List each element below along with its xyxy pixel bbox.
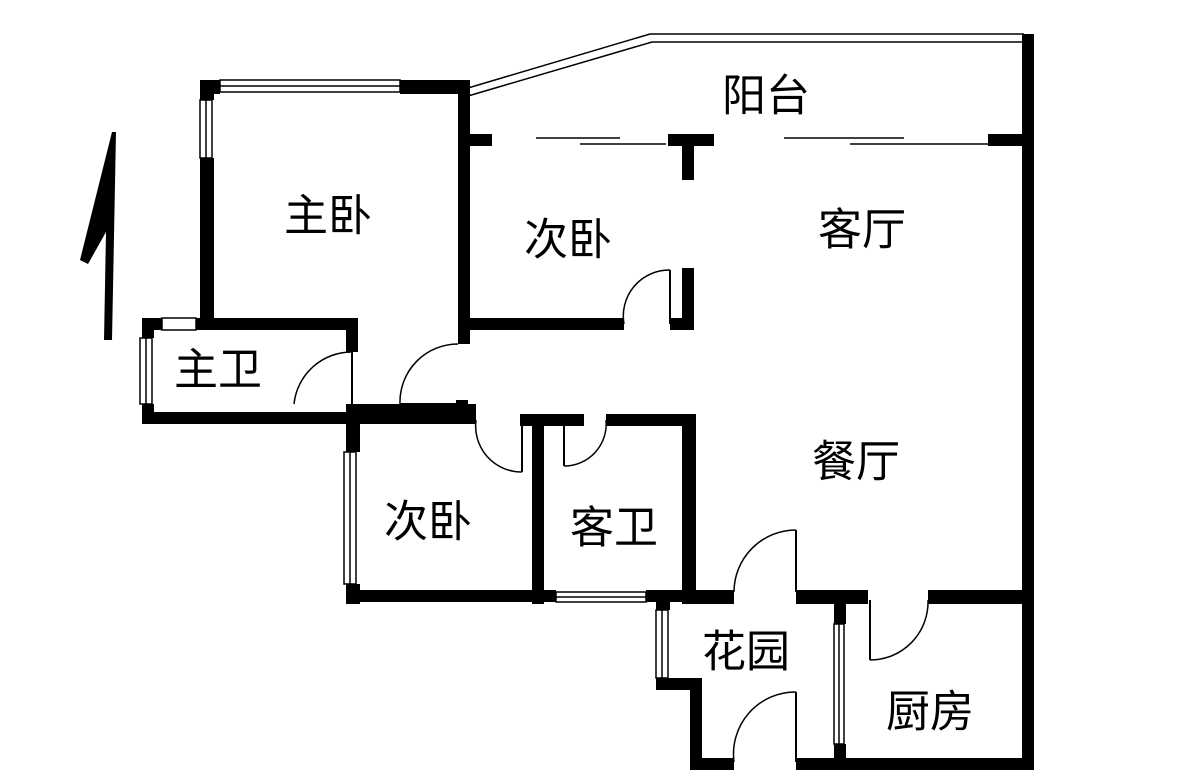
windows [139,79,988,745]
room-label-balcony: 阳台 [722,71,810,122]
room-label-guest-bath: 客卫 [570,503,658,554]
room-label-kitchen: 厨房 [886,687,974,738]
room-label-second-bedroom-north: 次卧 [524,215,612,266]
room-label-second-bedroom-south: 次卧 [384,497,472,548]
doors [293,269,929,763]
room-label-master-bath: 主卫 [174,345,262,396]
walls [142,34,1034,770]
north-arrow-icon [80,132,116,340]
room-label-living-room: 客厅 [818,205,906,256]
room-label-garden: 花园 [702,627,790,678]
room-labels: 阳台 主卧 次卧 客厅 主卫 餐厅 次卧 客卫 花园 厨房 [174,71,974,738]
room-label-dining-room: 餐厅 [812,437,900,488]
balcony-outline [467,33,1024,97]
room-label-master-bedroom: 主卧 [284,191,372,242]
